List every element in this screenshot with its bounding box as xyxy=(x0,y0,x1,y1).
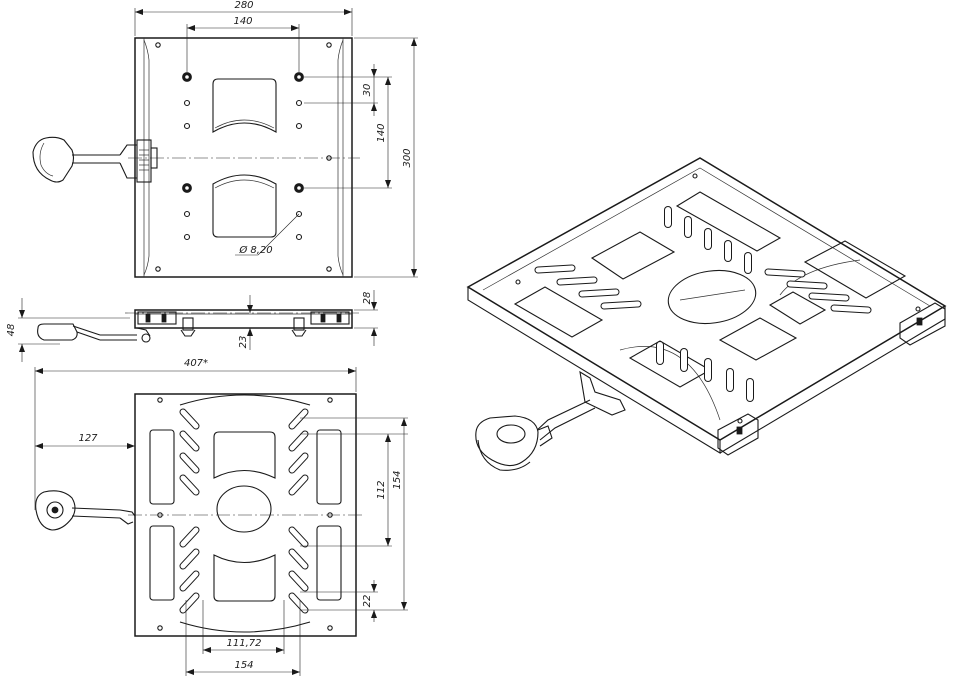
slot-left-lower xyxy=(180,571,199,591)
slot-right-lower xyxy=(289,549,308,569)
top-window-upper xyxy=(212,78,277,133)
iso-slots xyxy=(534,206,872,402)
iso-view xyxy=(466,157,947,471)
side-rail-right xyxy=(310,311,350,325)
top-view: 280 140 30 140 300 Ø 8,20 xyxy=(32,0,418,278)
top-holes xyxy=(183,99,303,241)
bottom-slots-right xyxy=(288,408,309,614)
iso-plate-top xyxy=(466,157,947,441)
iso-slot-left xyxy=(579,289,619,297)
dim-48-label: 48 xyxy=(6,324,17,337)
iso-lever xyxy=(475,370,626,471)
bottom-lever xyxy=(35,490,136,531)
side-view: 28 48 23 xyxy=(6,290,378,362)
iso-slot-left xyxy=(557,277,597,285)
slot-left-upper xyxy=(180,409,199,429)
slot-right-lower xyxy=(289,593,308,613)
slot-left-upper xyxy=(180,453,199,473)
top-dimensions xyxy=(134,8,418,278)
dim-300-label: 300 xyxy=(402,148,413,167)
bottom-side-windows xyxy=(149,429,342,601)
slot-left-lower xyxy=(180,593,199,613)
dim-154-vertical-label: 154 xyxy=(392,470,403,489)
slot-right-upper xyxy=(289,409,308,429)
slot-left-upper xyxy=(180,475,199,495)
dim-280-label: 280 xyxy=(234,0,253,11)
bottom-center-hole xyxy=(216,485,272,533)
slot-left-lower xyxy=(180,527,199,547)
dim-140-vertical-label: 140 xyxy=(376,123,387,142)
iso-slot-right xyxy=(765,269,805,277)
slot-left-upper xyxy=(180,431,199,451)
bottom-center-windows xyxy=(213,431,276,602)
iso-rail-right xyxy=(899,302,946,346)
dim-22-label: 22 xyxy=(362,595,373,608)
iso-slot-left xyxy=(601,301,641,309)
top-plate-outline xyxy=(134,37,353,278)
top-lever xyxy=(32,136,158,183)
side-rail-left xyxy=(137,311,177,325)
dim-28-label: 28 xyxy=(362,292,373,305)
dim-30-label: 30 xyxy=(362,84,373,97)
iso-slot-left xyxy=(535,265,575,273)
dim-111-72-label: 111,72 xyxy=(227,638,262,649)
slot-right-lower xyxy=(289,527,308,547)
dim-127-label: 127 xyxy=(78,433,98,444)
slot-right-upper xyxy=(289,431,308,451)
dim-154-horizontal-label: 154 xyxy=(234,660,253,671)
slot-right-lower xyxy=(289,571,308,591)
iso-slot-right xyxy=(809,293,849,301)
iso-slot-right xyxy=(787,281,827,289)
top-window-lower xyxy=(212,174,277,238)
iso-slot-right xyxy=(831,305,871,313)
slot-right-upper xyxy=(289,475,308,495)
dim-407-label: 407* xyxy=(184,358,208,369)
bottom-view: 407* xyxy=(34,358,408,676)
iso-rail-left xyxy=(717,413,759,456)
iso-windows xyxy=(513,191,907,388)
slot-left-lower xyxy=(180,549,199,569)
dim-hole-diameter-label: Ø 8,20 xyxy=(238,244,272,256)
side-dimensions xyxy=(18,290,378,362)
slot-right-upper xyxy=(289,453,308,473)
dim-23-label: 23 xyxy=(238,336,249,349)
iso-center-hole xyxy=(667,269,757,325)
bottom-slots-left xyxy=(179,408,200,614)
bottom-dimensions xyxy=(35,417,408,676)
side-lever xyxy=(37,323,151,343)
dim-140-label: 140 xyxy=(233,16,252,27)
dim-112-label: 112 xyxy=(376,480,387,499)
top-bolts xyxy=(182,72,304,193)
